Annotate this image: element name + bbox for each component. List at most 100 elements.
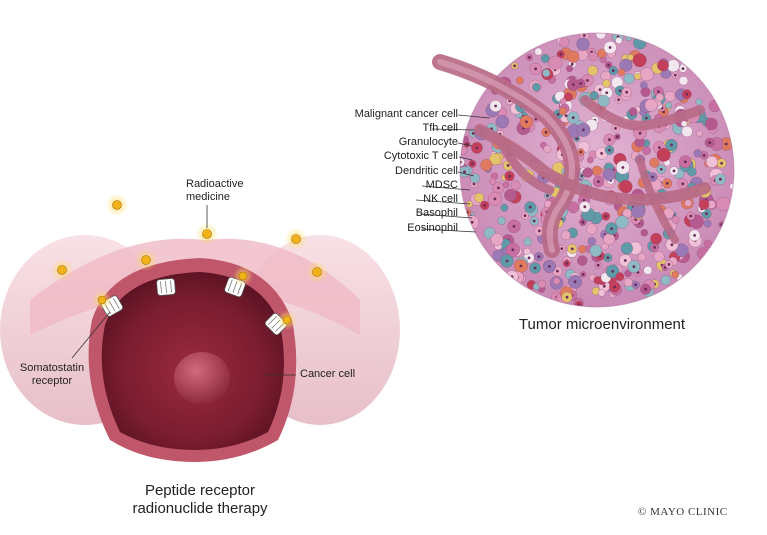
tumor-cell-nucleus [608,46,612,49]
tumor-cell [548,55,563,70]
tumor-cell [703,219,712,228]
cancer-cell-nucleus [174,352,230,404]
tumor-cell-nucleus [506,164,510,167]
receptor-icon [156,278,176,296]
cell-label-leaders [415,114,491,233]
tumor-cell [687,167,697,177]
tumor-cell-nucleus [685,92,689,96]
tumor-cell [678,76,689,86]
tumor-cell-nucleus [681,67,685,70]
tumor-cell [460,146,468,155]
tumor-cell-nucleus [608,138,611,142]
tumor-cell-nucleus [537,229,541,233]
tumor-cell [650,232,662,245]
tumor-cell-nucleus [673,73,677,77]
tumor-cell [627,54,634,61]
somatostatin-receptor-label: Somatostatin receptor [10,362,94,388]
tumor-cell [480,159,493,171]
radioactive-label-line1: Radioactive [186,178,244,190]
copyright-notice: © MAYO CLINIC [638,506,728,518]
tumor-cell [684,199,692,207]
blood-vessels [432,54,711,258]
tumor-cell [540,54,550,63]
tumor-cell [515,76,524,85]
tumor-cell-nucleus [470,220,474,224]
tumor-cell [502,181,510,189]
tumor-cell [620,242,633,255]
tumor-cell-nucleus [616,135,619,139]
tumor-cell [560,230,571,241]
tumor-cell [602,79,611,88]
tumor-cell [566,65,574,72]
tumor-cell-nucleus [570,62,574,66]
tumor-cell-nucleus [705,212,708,216]
cell-label-basophil: Basophil [415,207,458,219]
tumor-cell [563,92,573,102]
tumor-cell-nucleus [528,205,532,209]
tumor-cell [543,145,552,154]
ptrt-caption: Peptide receptor radionuclide therapy [95,482,305,518]
cell-label-malignant: Malignant cancer cell [354,108,458,120]
tumor-cell-nucleus [544,130,548,134]
tumor-cell [489,153,501,165]
tumor-cell [695,129,703,137]
tumor-cell [624,269,632,278]
tumor-cell [698,199,710,210]
receptor-leader-line [71,311,111,359]
tumor-cell-nucleus [667,263,671,266]
tumor-cell [495,115,509,129]
cell-label-mdsc: MDSC [425,179,458,191]
receptor-label-line1: Somatostatin [19,362,85,374]
tumor-cell-nucleus [533,266,537,270]
tumor-cell-nucleus [606,256,610,260]
tumor-cell-nucleus [600,152,603,155]
tumor-cell [640,229,648,237]
tumor-cell-nucleus [511,248,515,252]
tumor-cell [639,67,654,82]
tumor-cell [615,215,629,229]
tumor-cell-nucleus [610,227,613,231]
tumor-cell-nucleus [580,174,584,178]
tumor-cell-nucleus [638,131,642,135]
tumor-cell-nucleus [512,224,516,228]
tumor-cell-nucleus [672,169,676,173]
tumor-cell-nucleus [570,247,574,251]
tumor-cell [597,48,607,59]
receptor-label-line2: receptor [31,375,73,387]
tumor-cell-nucleus [617,98,620,102]
tumor-cell-nucleus [463,170,466,174]
tumor-cell [489,177,497,185]
tumor-cell [643,265,653,275]
tumor-cell-nucleus [623,259,627,262]
tumor-cell [597,94,610,108]
tumor-cell [664,90,676,102]
tumor-cell [587,65,598,76]
tumor-cell [523,248,531,255]
ptrt-illustration [0,194,400,462]
cell-label-eosinophil: Eosinophil [407,222,458,234]
tumor-cell-nucleus [565,262,569,265]
tumor-cell-nucleus [573,280,577,284]
tumor-cell-nucleus [483,204,487,207]
tumor-cell-nucleus [519,264,523,268]
tumor-cell-nucleus [614,126,617,130]
tumor-cell [510,180,521,191]
ptrt-caption-line2: radionuclide therapy [132,500,268,517]
tumor-cell-nucleus [513,64,516,68]
tumor-cell [632,53,647,68]
tumor-cell-nucleus [582,128,585,132]
tumor-cell [640,81,648,89]
tumor-cell-nucleus [494,104,497,108]
tumor-cell [591,165,602,176]
tumor-cell-nucleus [702,154,706,157]
tumor-cell [559,37,570,48]
tumor-cell-nucleus [608,148,611,152]
tumor-cell-nucleus [472,182,476,186]
tumor-cell [653,251,665,263]
tumor-cell-nucleus [475,146,479,150]
tumor-cell [586,223,598,235]
medicine-dots [51,194,328,330]
tumor-cell-nucleus [497,186,500,190]
tumor-cell-nucleus [611,270,615,273]
tumor-cell [631,204,646,219]
